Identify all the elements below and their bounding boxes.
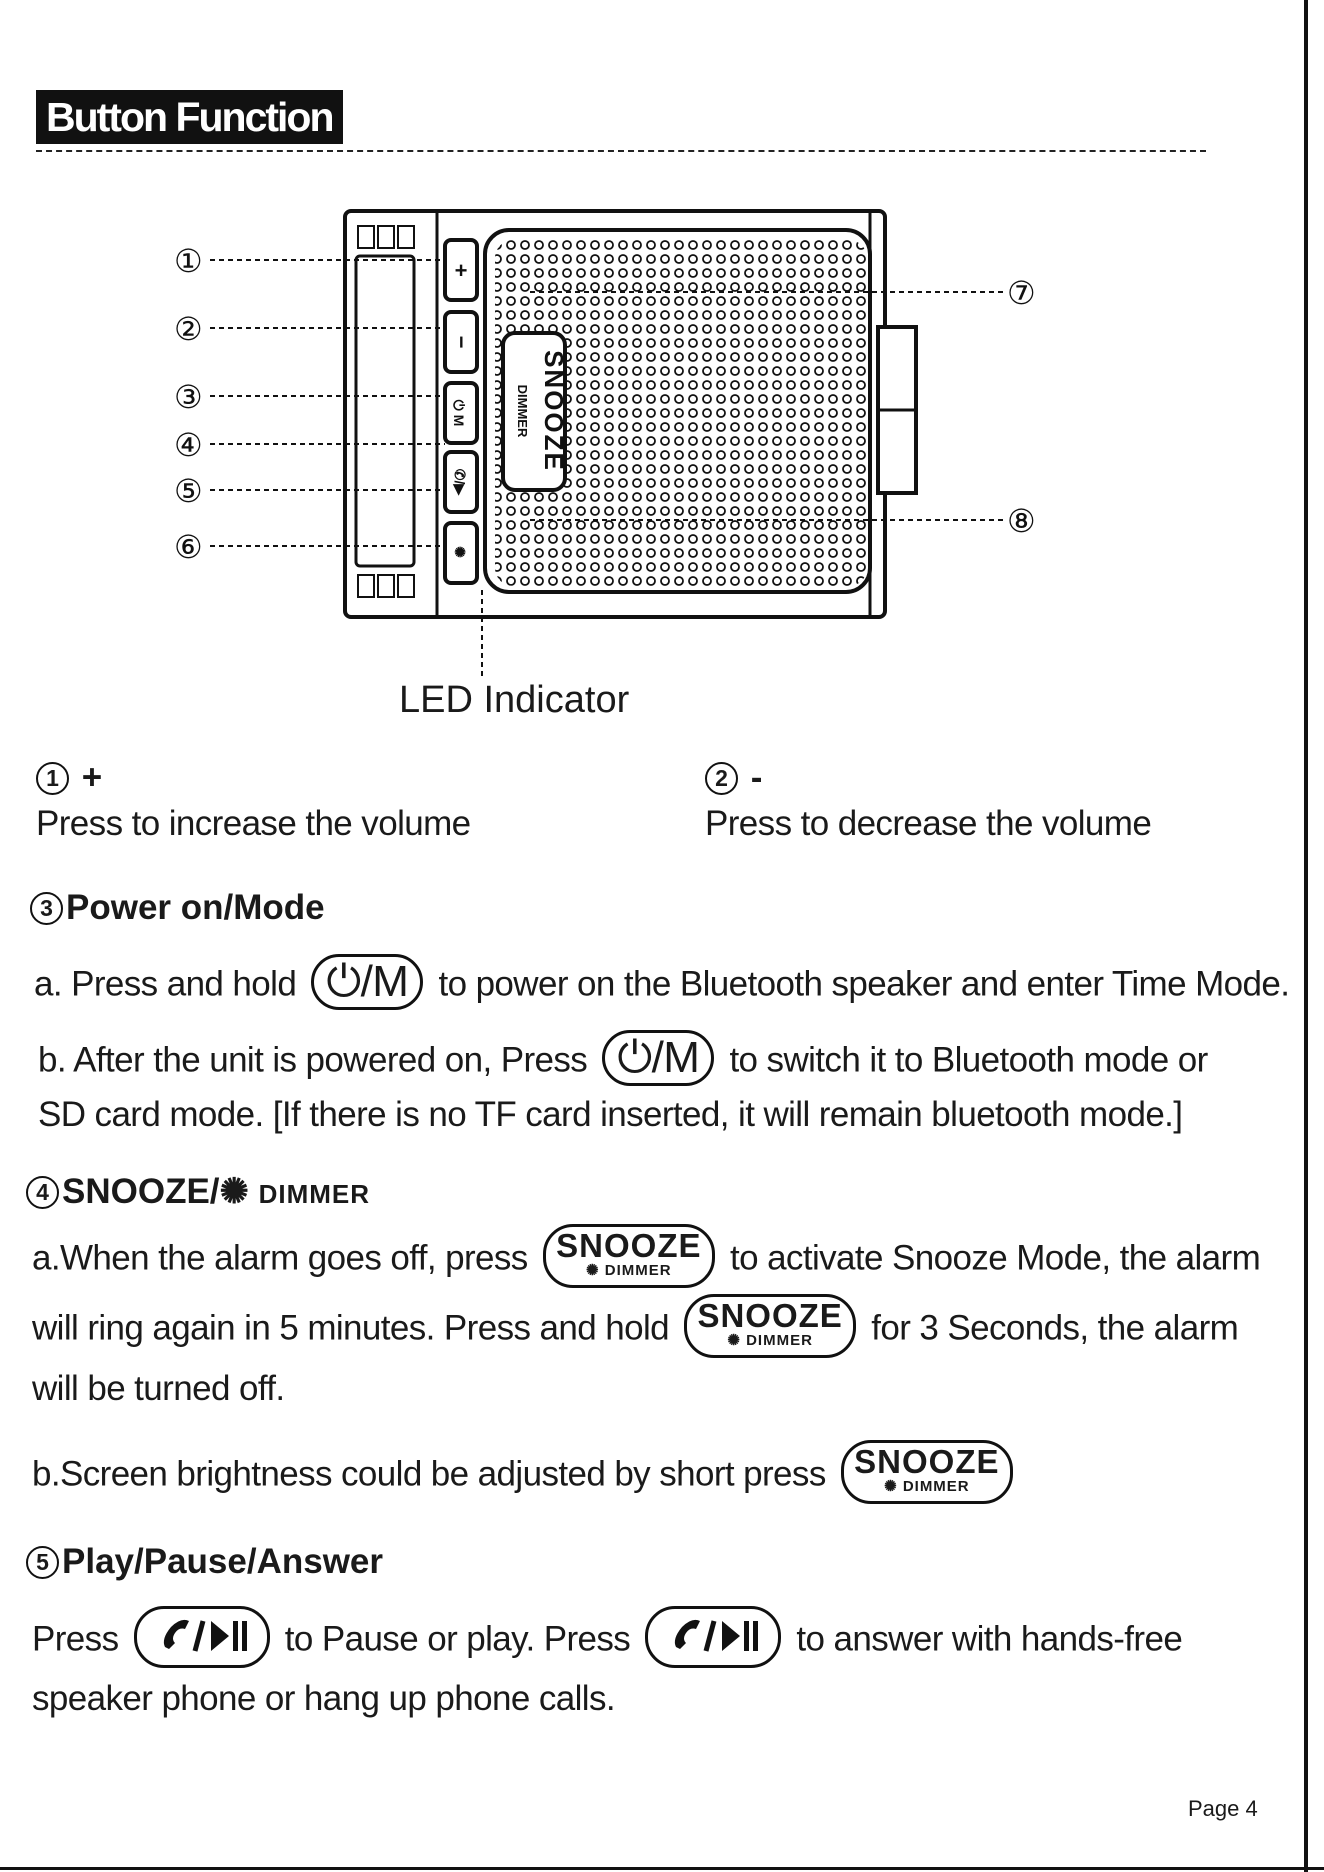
top-key-cluster (357, 225, 415, 249)
snooze-line-b: b.Screen brightness could be adjusted by… (32, 1440, 1019, 1508)
snooze-btn-top: SNOOZE (556, 1227, 702, 1264)
power-button-label-2: /M (651, 1033, 700, 1082)
snooze-line-a3: will be turned off. (32, 1369, 285, 1408)
power-mode-button-icon-2: ⏻/M (602, 1030, 715, 1086)
sun-icon: ✺ (219, 1172, 259, 1211)
callout-2: ② (174, 310, 203, 348)
snooze-button-icon: SNOOZE✺ DIMMER (542, 1224, 715, 1288)
snooze-b-text: b.Screen brightness could be adjusted by… (32, 1454, 826, 1494)
callout-8: ⑧ (1007, 502, 1036, 540)
page-edge-right (1304, 0, 1308, 1872)
snooze-button-icon-2: SNOOZE✺ DIMMER (684, 1294, 857, 1358)
snooze-btn-bottom-text-3: DIMMER (902, 1478, 970, 1495)
callout-1: ① (174, 242, 203, 280)
item-minus-heading: 2 - (705, 756, 762, 800)
power-line-b2: SD card mode. [If there is no TF card in… (38, 1095, 1183, 1134)
play-button-shape (443, 450, 479, 514)
item-plus-label: + (81, 758, 103, 797)
snooze-btn-bottom-text: DIMMER (604, 1262, 672, 1279)
power-b-after: to switch it to Bluetooth mode or (729, 1040, 1208, 1080)
power-line-b: b. After the unit is powered on, Press ⏻… (38, 1030, 1208, 1090)
snooze-a-after: to activate Snooze Mode, the alarm (729, 1238, 1261, 1278)
play-l1-before: Press (32, 1619, 119, 1659)
dimmer-label: DIMMER (515, 385, 530, 438)
power-line-a: a. Press and hold ⏻/M to power on the Bl… (34, 954, 1290, 1014)
item-plus-desc: Press to increase the volume (36, 804, 471, 843)
power-title: Power on/Mode (66, 888, 325, 927)
snooze-label: SNOOZE (539, 350, 569, 472)
item-plus-heading: 1 + (36, 756, 102, 800)
power-mode-button-shape (443, 381, 479, 445)
item-minus-desc: Press to decrease the volume (705, 804, 1152, 843)
page-edge-bottom (0, 1867, 1324, 1870)
bottom-key-cluster (357, 574, 415, 598)
display-window (354, 254, 416, 568)
title-divider (36, 150, 1206, 152)
snooze-title-dimmer: DIMMER (258, 1179, 371, 1209)
snooze-line-a2: will ring again in 5 minutes. Press and … (32, 1294, 1239, 1362)
play-line-2: speaker phone or hang up phone calls. (32, 1679, 616, 1718)
power-mode-button-icon: ⏻/M (311, 954, 424, 1010)
side-buttons (443, 238, 479, 585)
svg-text:⏻ M: ⏻ M (451, 400, 467, 427)
minus-button-shape (443, 310, 479, 374)
play-l1-mid: to Pause or play. Press (284, 1619, 631, 1659)
item-minus-label: - (750, 758, 763, 797)
power-b-before: b. After the unit is powered on, Press (38, 1040, 588, 1080)
device-diagram: + − ⏻ M ✆/▶ ✺ SNOOZE DIMMER ① ② ③ ④ ⑤ ⑥ … (174, 209, 1036, 678)
svg-text:−: − (449, 336, 474, 349)
num-badge-2: 2 (705, 762, 738, 795)
snooze-btn-bottom: ✺ DIMMER (586, 1262, 672, 1279)
snooze-side-button-shape (443, 521, 479, 585)
num-badge-4: 4 (26, 1176, 59, 1209)
snooze-btn-bottom-text-2: DIMMER (746, 1332, 813, 1349)
svg-text:+: + (455, 258, 468, 283)
play-title: Play/Pause/Answer (62, 1542, 383, 1581)
page-title: Button Function (36, 90, 343, 144)
led-indicator-label: LED Indicator (399, 679, 630, 721)
page-number: Page 4 (1188, 1796, 1258, 1821)
phone-play-pause-icon-2 (645, 1606, 782, 1668)
power-a-before: a. Press and hold (34, 964, 297, 1004)
plus-button-shape (443, 238, 479, 302)
snooze-title: SNOOZE/ (62, 1172, 220, 1211)
speaker-grille (495, 240, 867, 586)
snooze-btn-bottom-2: ✺ DIMMER (727, 1332, 813, 1349)
snooze-btn-top-2: SNOOZE (697, 1297, 843, 1334)
callout-5: ⑤ (174, 472, 203, 510)
num-badge-5: 5 (26, 1546, 59, 1579)
snooze-line-a: a.When the alarm goes off, press SNOOZE✺… (32, 1224, 1261, 1292)
snooze-btn-bottom-3: ✺ DIMMER (884, 1478, 970, 1495)
svg-text:✆/▶: ✆/▶ (452, 469, 468, 497)
power-button-label: /M (360, 957, 409, 1006)
snooze-button-icon-3: SNOOZE✺ DIMMER (840, 1440, 1013, 1504)
svg-text:✺: ✺ (452, 546, 468, 558)
play-line-1: Press to Pause or play. Press to answer … (32, 1606, 1183, 1672)
snooze-a-before: a.When the alarm goes off, press (32, 1238, 528, 1278)
callout-6: ⑥ (174, 528, 203, 566)
snooze-a2-before: will ring again in 5 minutes. Press and … (32, 1308, 670, 1348)
play-l1-after: to answer with hands-free (796, 1619, 1183, 1659)
snooze-button-shape (501, 331, 567, 492)
num-badge-3: 3 (30, 892, 63, 925)
snooze-btn-top-3: SNOOZE (854, 1443, 1000, 1480)
callout-3: ③ (174, 378, 203, 416)
snooze-a2-after: for 3 Seconds, the alarm (871, 1308, 1239, 1348)
callout-7: ⑦ (1007, 274, 1036, 312)
callout-4: ④ (174, 426, 203, 464)
num-badge-1: 1 (36, 762, 69, 795)
phone-play-pause-icon (133, 1606, 270, 1668)
power-a-after: to power on the Bluetooth speaker and en… (438, 964, 1290, 1004)
